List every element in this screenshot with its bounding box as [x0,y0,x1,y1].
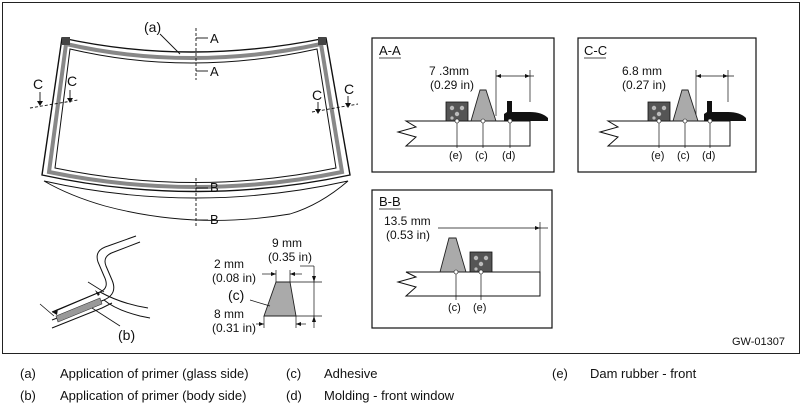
svg-text:(c): (c) [448,302,461,314]
svg-text:(0.35 in): (0.35 in) [268,250,312,264]
legend-key-e: (e) [552,366,568,381]
svg-text:9 mm: 9 mm [272,236,302,250]
section-aa-title: A-A [379,43,401,58]
legend-text-e: Dam rubber - front [590,366,697,381]
section-mark-c-left: C C [29,73,79,109]
legend-text-d: Molding - front window [324,388,455,403]
section-mark-b: B B [195,178,219,228]
legend-key-d: (d) [286,388,302,403]
bead-callout-c: (c) [228,287,244,303]
callout-a-leader [159,33,181,55]
svg-text:C: C [33,76,43,92]
svg-text:(d): (d) [702,150,715,162]
svg-text:(e): (e) [473,302,486,314]
svg-text:7 .3mm: 7 .3mm [429,64,469,78]
svg-text:6.8 mm: 6.8 mm [622,64,662,78]
svg-text:A: A [210,64,219,79]
svg-text:A: A [210,31,219,46]
svg-text:B: B [210,212,219,227]
figure-id: GW-01307 [732,336,785,348]
section-mark-c-right: C C [311,81,359,114]
section-cc: C-C 6.8 mm (0.27 in) (e) (c) (d) [577,37,757,173]
legend-text-c: Adhesive [324,366,378,381]
section-aa: A-A 7 .3mm (0.29 in) (e) (c) (d) [371,37,555,173]
svg-text:13.5 mm: 13.5 mm [384,214,431,228]
legend-text-b: Application of primer (body side) [60,388,247,403]
bead-dimension-detail: 9 mm (0.35 in) 2 mm (0.08 in) (c) 8 mm (… [212,236,322,335]
legend-key-b: (b) [20,388,36,403]
legend: (a) Application of primer (glass side) (… [0,360,804,412]
svg-text:C: C [67,73,77,89]
svg-text:(e): (e) [449,150,462,162]
svg-text:(0.53 in): (0.53 in) [386,228,430,242]
windshield-diagram: (a) A A B B C C C C [29,19,785,348]
svg-text:(c): (c) [475,150,488,162]
svg-text:(0.31 in): (0.31 in) [212,321,256,335]
svg-text:(d): (d) [502,150,515,162]
svg-text:(0.08 in): (0.08 in) [212,271,256,285]
section-bb: B-B 13.5 mm (0.53 in) (c) (e) [371,189,553,329]
svg-text:(c): (c) [677,150,690,162]
svg-text:C: C [312,87,322,103]
windshield [41,37,351,221]
diagram-frame [2,2,800,354]
svg-text:C: C [344,81,354,97]
svg-text:(0.29 in): (0.29 in) [430,78,474,92]
legend-text-a: Application of primer (glass side) [60,366,249,381]
svg-text:B: B [210,180,219,195]
svg-text:(e): (e) [651,150,664,162]
svg-text:(0.27 in): (0.27 in) [622,78,666,92]
legend-key-a: (a) [20,366,36,381]
callout-a-label: (a) [144,19,161,35]
section-bb-title: B-B [379,194,401,209]
body-flange-detail: (b) [39,235,151,343]
section-cc-title: C-C [584,43,607,58]
legend-key-c: (c) [286,366,302,381]
section-mark-a: A A [195,28,219,80]
svg-text:8 mm: 8 mm [214,307,244,321]
svg-text:2 mm: 2 mm [214,257,244,271]
callout-b-label: (b) [118,327,135,343]
